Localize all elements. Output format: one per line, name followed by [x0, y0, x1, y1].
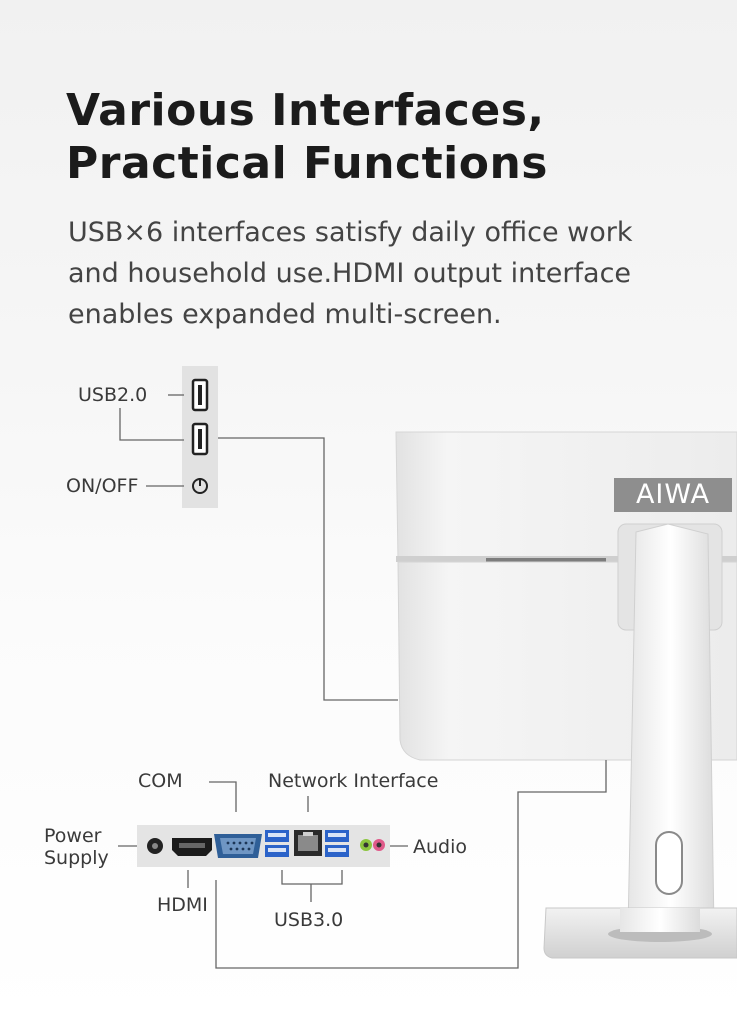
power-supply-line-1: Power — [44, 825, 102, 847]
headline-line-1: Various Interfaces, — [66, 85, 545, 136]
audio-label: Audio — [413, 836, 468, 858]
network-interface-label: Network Interface — [268, 770, 439, 792]
usb-port-icon — [191, 422, 209, 456]
dc-jack-icon — [147, 838, 163, 854]
hdmi-label: HDMI — [157, 894, 208, 916]
monitor-stand — [543, 523, 737, 959]
usb-port-icon — [325, 830, 349, 857]
audio-jack-icon — [360, 839, 385, 851]
power-supply-line-2: Supply — [44, 847, 109, 869]
usb-port-icon — [191, 378, 209, 412]
brand-logo: AIWA — [614, 478, 732, 512]
onoff-label: ON/OFF — [66, 475, 139, 497]
usb2-label: USB2.0 — [78, 384, 148, 406]
description: USB×6 interfaces satisfy daily office wo… — [68, 217, 633, 330]
usb-port-icon — [265, 830, 289, 857]
power-supply-label: Power Supply — [44, 825, 109, 869]
headline: Various Interfaces, Practical Functions — [66, 84, 548, 190]
ethernet-port-icon — [294, 830, 322, 856]
com-port-icon — [214, 834, 262, 858]
power-button-icon — [192, 478, 208, 494]
side-port-panel — [182, 366, 218, 508]
rear-port-panel — [137, 825, 390, 867]
headline-line-2: Practical Functions — [66, 138, 548, 189]
usb3-label: USB3.0 — [274, 909, 344, 931]
hdmi-port-icon — [172, 838, 212, 856]
com-label: COM — [138, 770, 183, 792]
leader-lines — [118, 394, 607, 969]
